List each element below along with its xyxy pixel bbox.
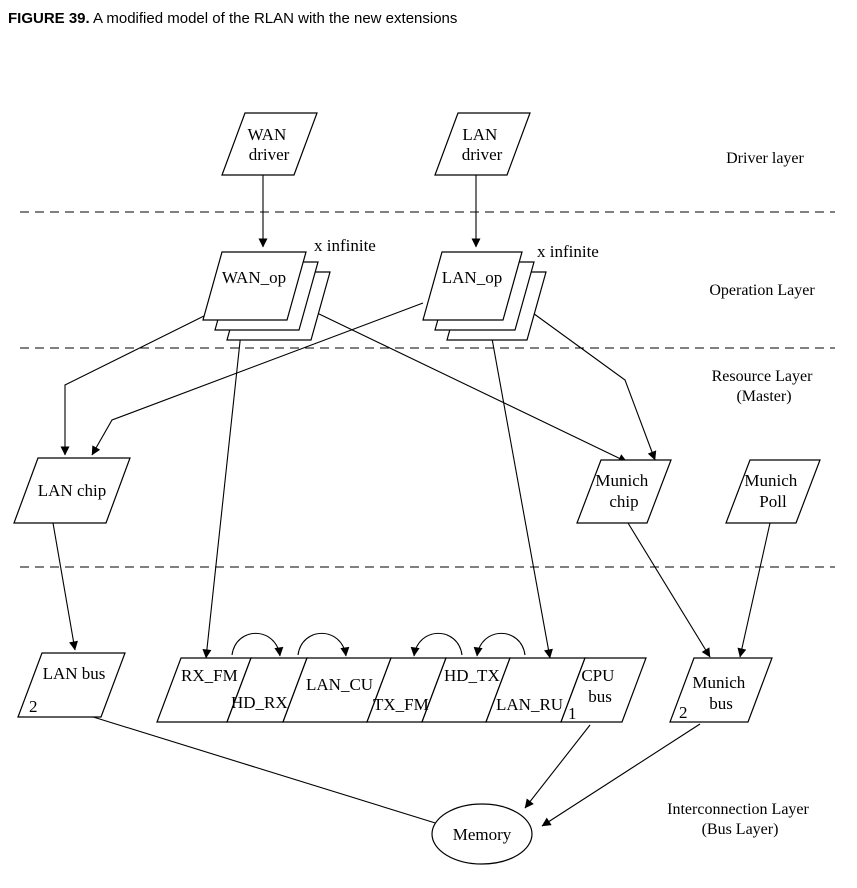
edge-lan-op-to-lan-chip xyxy=(91,302,424,456)
edge-rx-fm-to-hd-rx xyxy=(231,632,284,657)
edge-munich-chip-to-munich-bus xyxy=(627,522,711,658)
svg-text:Memory: Memory xyxy=(453,825,512,844)
svg-text:LAN chip: LAN chip xyxy=(38,481,106,500)
hd-rx-label: HD_RX xyxy=(231,693,288,712)
memory-node: Memory xyxy=(431,803,533,865)
munich-bus-node: Munich bus xyxy=(669,657,773,723)
svg-text:Munich Poll: Munich Poll xyxy=(744,471,801,511)
edge-wan-op-to-munich-chip xyxy=(289,299,628,463)
svg-text:LAN_RU: LAN_RU xyxy=(496,695,563,714)
operation-layer-line: Operation Layer xyxy=(709,282,815,299)
munich-chip-line-1: Munich xyxy=(595,471,648,490)
edge-wan-op-to-rx-fm xyxy=(202,322,243,659)
rx-fm-label: RX_FM xyxy=(181,666,238,685)
svg-text:Munich bus: Munich bus xyxy=(692,673,749,713)
edge-hd-rx-to-lan-cu xyxy=(297,632,350,657)
munich-poll-line-2: Poll xyxy=(759,492,787,511)
lan-chip-node: LAN chip xyxy=(13,457,131,524)
svg-text:RX_FM: RX_FM xyxy=(181,666,238,685)
cpu-bus-line-2: bus xyxy=(588,687,612,706)
lan-driver-line-2: driver xyxy=(462,145,503,164)
lan-op-multiplicity: x infinite xyxy=(537,242,599,261)
wan-op-label: WAN_op xyxy=(222,268,286,287)
figure-caption: FIGURE 39. A modified model of the RLAN … xyxy=(8,10,457,27)
figure-caption-text: A modified model of the RLAN with the ne… xyxy=(93,10,458,27)
edge-wan-op-to-lan-chip xyxy=(60,312,211,456)
interconnection-layer-label: Interconnection Layer (Bus Layer) xyxy=(667,801,813,838)
svg-text:TX_FM: TX_FM xyxy=(373,695,429,714)
munich-bus-line-2: bus xyxy=(709,694,733,713)
edge-lan-ru-to-hd-tx xyxy=(473,632,526,657)
cpu-bus-cell xyxy=(560,657,647,723)
resource-layer-label: Resource Layer (Master) xyxy=(712,368,817,405)
bus-component-group xyxy=(156,657,647,723)
munich-poll-node: Munich Poll xyxy=(725,459,821,524)
edges xyxy=(52,175,771,828)
driver-layer-label: Driver layer xyxy=(726,150,804,167)
edge-munich-bus-to-memory xyxy=(541,723,701,827)
edge-lan-op-to-lan-ru xyxy=(484,299,553,659)
munich-chip-node: Munich chip xyxy=(576,459,672,524)
resource-layer-line-1: Resource Layer xyxy=(712,368,814,385)
lan-driver-node: LAN driver xyxy=(434,112,531,176)
bus-group-count: 1 xyxy=(568,704,577,723)
edge-hd-tx-to-tx-fm xyxy=(410,632,463,657)
interconnection-layer-line-1: Interconnection Layer xyxy=(667,801,809,818)
lan-bus-label: LAN bus xyxy=(43,664,106,683)
edge-lan-op-to-munich-chip xyxy=(514,299,657,461)
svg-text:HD_TX: HD_TX xyxy=(444,666,500,685)
svg-text:Munich chip: Munich chip xyxy=(595,471,652,511)
wan-op-node: WAN_op xyxy=(202,251,331,341)
svg-text:LAN_CU: LAN_CU xyxy=(306,675,373,694)
munich-chip-line-2: chip xyxy=(609,492,638,511)
svg-text:LAN_op: LAN_op xyxy=(442,268,502,287)
lan-bus-node: LAN bus xyxy=(17,652,126,718)
lan-ru-label: LAN_RU xyxy=(496,695,563,714)
wan-driver-line-1: WAN xyxy=(248,125,287,144)
munich-bus-line-1: Munich xyxy=(692,673,745,692)
lan-op-label: LAN_op xyxy=(442,268,502,287)
svg-text:CPU bus: CPU bus xyxy=(581,666,618,706)
wan-driver-node: WAN driver xyxy=(221,112,318,176)
lan-driver-line-1: LAN xyxy=(462,125,497,144)
edge-munich-poll-to-munich-bus xyxy=(737,522,771,658)
lan-bus-count: 2 xyxy=(29,697,38,716)
svg-text:WAN_op: WAN_op xyxy=(222,268,286,287)
edge-lan-chip-to-lan-bus xyxy=(52,522,78,651)
driver-layer-line: Driver layer xyxy=(726,150,804,167)
lan-chip-label: LAN chip xyxy=(38,481,106,500)
operation-layer-label: Operation Layer xyxy=(709,282,815,299)
tx-fm-label: TX_FM xyxy=(373,695,429,714)
svg-text:LAN driver: LAN driver xyxy=(462,125,503,164)
svg-text:LAN bus: LAN bus xyxy=(43,664,106,683)
munich-bus-count: 2 xyxy=(679,703,688,722)
lan-cu-label: LAN_CU xyxy=(306,675,373,694)
memory-label: Memory xyxy=(453,825,512,844)
edge-cpu-bus-to-memory xyxy=(524,724,591,809)
wan-op-multiplicity: x infinite xyxy=(314,236,376,255)
svg-text:WAN driver: WAN driver xyxy=(248,125,291,164)
cpu-bus-line-1: CPU xyxy=(581,666,614,685)
wan-driver-line-2: driver xyxy=(249,145,290,164)
interconnection-layer-line-2: (Bus Layer) xyxy=(702,821,779,838)
resource-layer-line-2: (Master) xyxy=(736,388,791,405)
svg-text:HD_RX: HD_RX xyxy=(231,693,288,712)
edge-lan-bus-to-memory xyxy=(89,715,446,828)
munich-poll-line-1: Munich xyxy=(744,471,797,490)
lan-op-node: LAN_op xyxy=(422,251,547,341)
figure-number: FIGURE 39. xyxy=(8,10,90,27)
hd-tx-label: HD_TX xyxy=(444,666,500,685)
